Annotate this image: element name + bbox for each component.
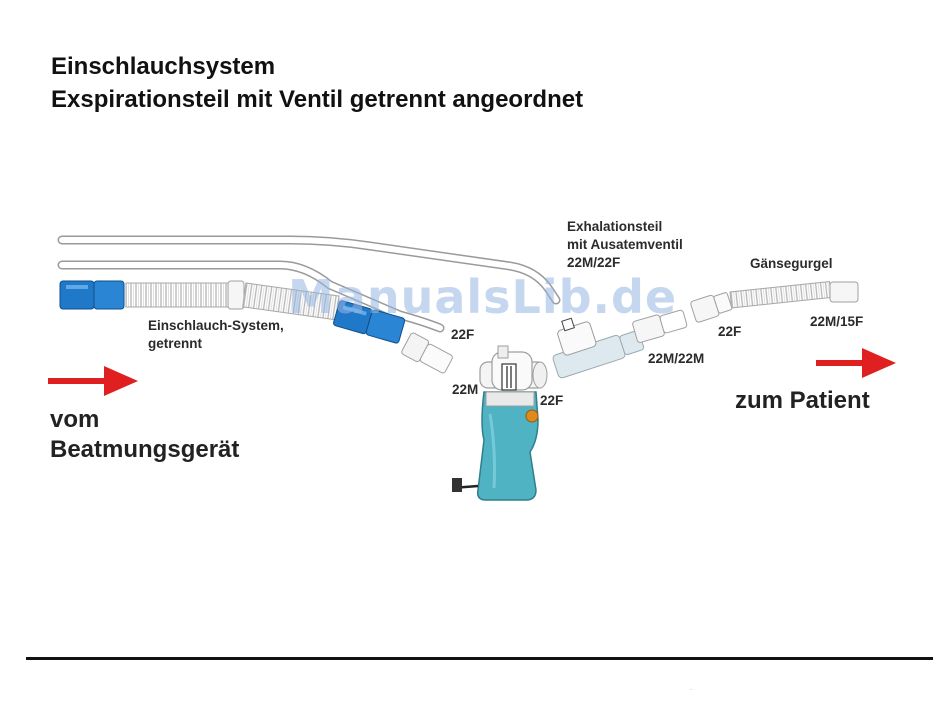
label-zum-patient: zum Patient [735,386,870,416]
label-connector-22m-15f: 22M/15F [810,313,863,330]
valve-connector [480,346,547,390]
label-gaensegurgel: Gänsegurgel [750,255,833,272]
label-connector-22m-22m: 22M/22M [648,350,704,367]
label-connector-22f-gooseneck: 22F [718,323,741,340]
label-vom: vom [50,405,99,435]
label-ausatemventil: mit Ausatemventil [567,236,683,253]
label-connector-22m: 22M [452,381,478,398]
humidifier-device [452,392,538,500]
label-connector-22f-device: 22F [540,392,563,409]
label-exhalationsteil: Exhalationsteil [567,218,662,235]
label-getrennt: getrennt [148,335,202,352]
label-connector-22f-hose: 22F [451,326,474,343]
label-einschlauch-system: Einschlauch-System, [148,317,284,334]
footer-divider [26,657,933,660]
arrow-from-ventilator [48,366,138,396]
watermark-text: ManualsLib.de [288,270,677,324]
label-exhal-connector: 22M/22F [567,254,620,271]
arrow-to-patient [816,348,896,378]
footer-mark: . [690,685,692,692]
label-beatmungsgeraet: Beatmungsgerät [50,435,239,465]
